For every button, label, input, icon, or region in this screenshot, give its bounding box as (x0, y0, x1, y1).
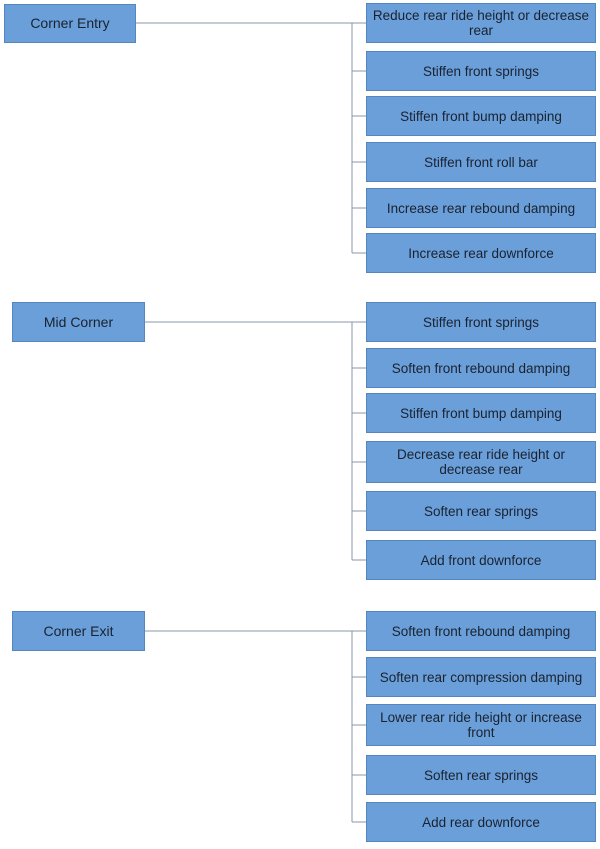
action-box: Add front downforce (366, 540, 596, 580)
action-box: Stiffen front springs (366, 51, 596, 91)
action-box: Add rear downforce (366, 802, 596, 842)
action-box: Soften front rebound damping (366, 348, 596, 388)
group-title-mid-corner: Mid Corner (12, 302, 145, 342)
action-box: Stiffen front bump damping (366, 393, 596, 433)
action-box: Reduce rear ride height or decrease rear (366, 3, 596, 43)
group-title-corner-exit: Corner Exit (12, 611, 145, 651)
action-box: Stiffen front springs (366, 302, 596, 342)
action-box: Soften rear compression damping (366, 657, 596, 697)
group-title-corner-entry: Corner Entry (4, 4, 136, 43)
action-box: Soften front rebound damping (366, 611, 596, 651)
action-box: Soften rear springs (366, 755, 596, 795)
action-box: Increase rear rebound damping (366, 188, 596, 228)
action-box: Soften rear springs (366, 491, 596, 531)
action-box: Lower rear ride height or increase front (366, 704, 596, 746)
action-box: Stiffen front bump damping (366, 96, 596, 136)
action-box: Decrease rear ride height or decrease re… (366, 441, 596, 483)
action-box: Stiffen front roll bar (366, 142, 596, 182)
action-box: Increase rear downforce (366, 233, 596, 273)
